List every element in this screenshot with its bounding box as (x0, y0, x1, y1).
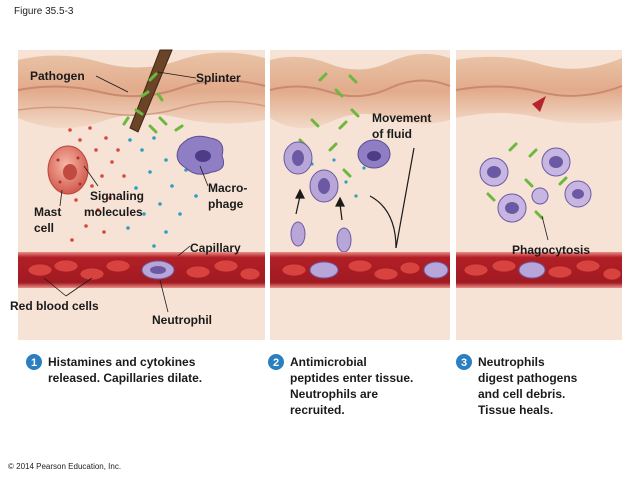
macrophage (176, 135, 225, 175)
copyright-notice: © 2014 Pearson Education, Inc. (8, 462, 122, 471)
healed-wound (532, 96, 546, 112)
step-2-line-2: peptides enter tissue. (290, 371, 413, 385)
step-3-badge (456, 354, 472, 370)
panel-3-skin (456, 56, 622, 124)
label-mast-2: cell (34, 221, 54, 235)
label-splinter: Splinter (196, 71, 241, 85)
panel-1 (17, 49, 266, 340)
step-3-line-3: and cell debris. (478, 387, 565, 401)
label-macrophage-2: phage (208, 197, 244, 211)
peptides (310, 158, 366, 198)
label-movement-1: Movement (372, 111, 431, 125)
step-2-badge (268, 354, 284, 370)
step-2-line-1: Antimicrobial (290, 355, 367, 369)
step-3: 3 Neutrophils digest pathogens and cell … (456, 354, 578, 417)
capillary-2 (270, 252, 450, 288)
label-mast-1: Mast (34, 205, 61, 219)
step-3-line-4: Tissue heals. (478, 403, 553, 417)
step-3-number: 3 (461, 357, 467, 369)
label-signaling-2: molecules (84, 205, 143, 219)
panel-2 (269, 50, 451, 340)
step-2-number: 2 (273, 357, 279, 369)
step-1-line-1: Histamines and cytokines (48, 355, 196, 369)
neutrophils-2 (283, 139, 391, 253)
mast-cell (47, 145, 89, 195)
leader-phagocytosis (541, 215, 549, 241)
label-red-blood-cells: Red blood cells (10, 299, 99, 313)
step-1-badge (26, 354, 42, 370)
panel-2-skin (270, 53, 450, 129)
leader-lines-1 (43, 71, 209, 313)
step-1: 1 Histamines and cytokines released. Cap… (26, 354, 202, 385)
label-neutrophil: Neutrophil (152, 313, 212, 327)
pathogens-tissue-3 (486, 142, 568, 220)
panel-3 (455, 50, 623, 340)
label-pathogen: Pathogen (30, 69, 85, 83)
label-phagocytosis: Phagocytosis (512, 243, 590, 257)
label-capillary: Capillary (190, 241, 241, 255)
capillary-3 (456, 252, 622, 288)
label-movement-2: of fluid (372, 127, 412, 141)
step-1-number: 1 (31, 357, 37, 369)
label-macrophage-1: Macro- (208, 181, 247, 195)
step-1-line-2: released. Capillaries dilate. (48, 371, 202, 385)
step-2-line-4: recruited. (290, 403, 345, 417)
step-3-line-1: Neutrophils (478, 355, 545, 369)
step-2-line-3: Neutrophils are (290, 387, 378, 401)
step-2: 2 Antimicrobial peptides enter tissue. N… (268, 354, 413, 417)
capillary-1 (18, 252, 265, 288)
neutrophils-3 (479, 147, 592, 223)
step-3-line-2: digest pathogens (478, 371, 578, 385)
pathogens-splinter (122, 72, 164, 126)
recruit-arrows (295, 147, 415, 249)
label-signaling-1: Signaling (90, 189, 144, 203)
figure-label: Figure 35.5-3 (14, 6, 74, 17)
pathogens-tissue-2 (298, 72, 360, 184)
